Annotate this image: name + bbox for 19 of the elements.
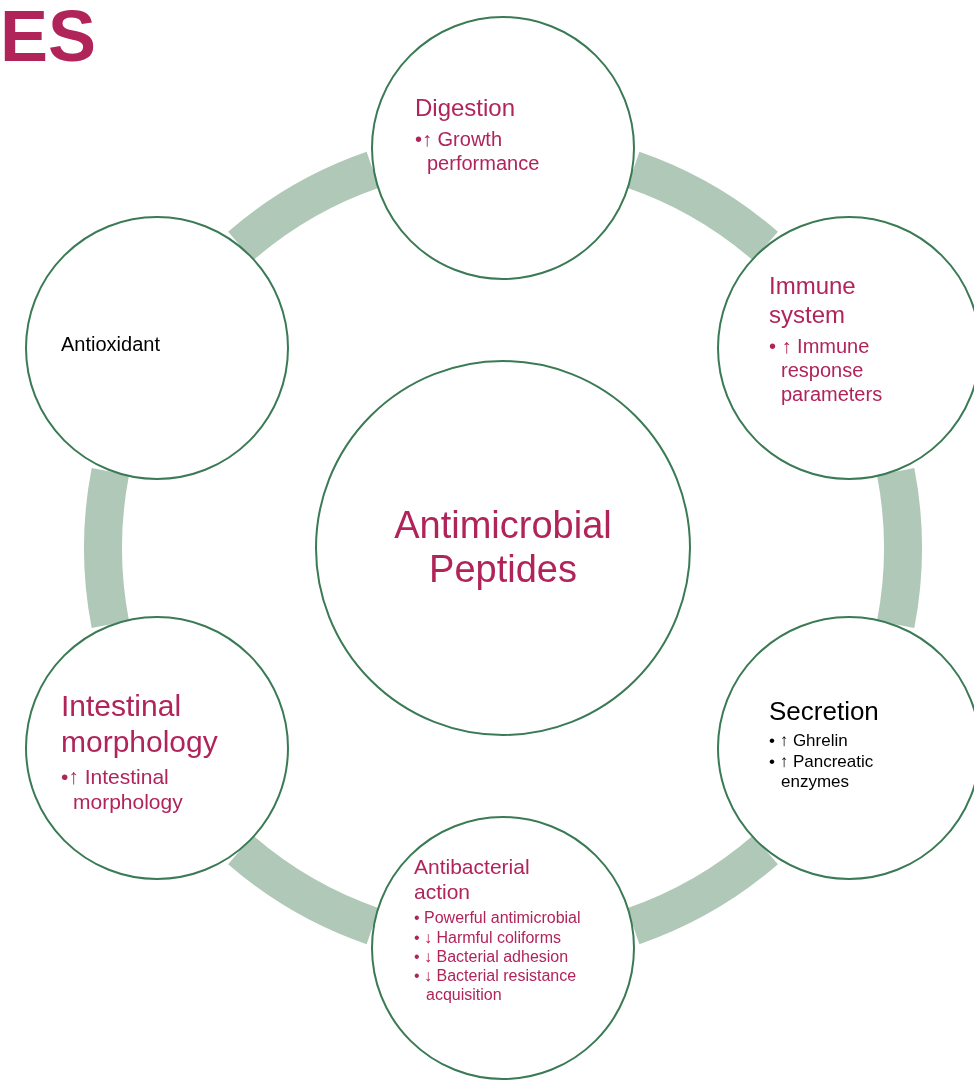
bullet-item: • ↓ Bacterial resistance acquisition [414,965,578,1005]
node-heading: Digestion [415,94,517,123]
bullet-item: • ↑ Immune response parameters [769,333,884,406]
node-heading: Antioxidant [61,332,161,356]
node-heading: Intestinal morphology [61,688,219,760]
bullet-item: • ↓ Harmful coliforms [414,927,562,947]
ring-segment [876,468,922,628]
ring-segment [84,468,130,628]
bullet-item: •↑ Growth performance [415,126,541,175]
bullet-item: • ↓ Bacterial adhesion [414,946,570,966]
node-heading: Secretion [769,696,880,728]
bullet-item: • ↑ Ghrelin [769,731,849,752]
bullet-item: •↑ Intestinal morphology [61,764,184,815]
title: ES [0,0,97,72]
center-title: Antimicrobial Peptides [393,504,613,592]
node-heading: Antibacterial action [414,854,531,905]
bullet-item: • ↑ Pancreatic enzymes [769,751,875,793]
bullet-item: • Powerful antimicrobial [414,908,582,928]
node-heading: Immune system [769,272,857,330]
